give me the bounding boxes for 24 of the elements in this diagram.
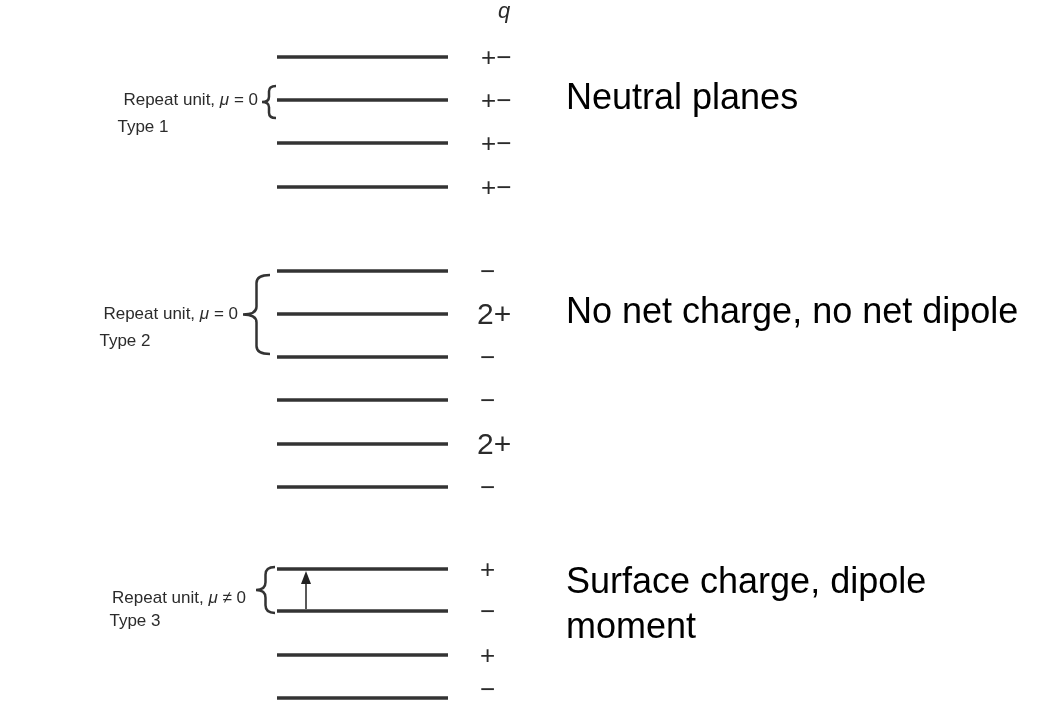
plane-charge: 2+ bbox=[477, 299, 513, 329]
description-text: Surface charge, dipole moment bbox=[566, 559, 928, 648]
type-label: Type 2 bbox=[98, 330, 152, 352]
charge-axis-label: q bbox=[498, 0, 512, 22]
repeat-unit-label: Repeat unit, μ = 0 bbox=[102, 303, 238, 325]
description-text: Neutral planes bbox=[566, 75, 800, 119]
type-label: Type 3 bbox=[108, 610, 162, 632]
plane-charge: + bbox=[480, 642, 497, 668]
plane-charge: +− bbox=[481, 44, 513, 70]
repeat-unit-label: Repeat unit, μ = 0 bbox=[122, 89, 258, 111]
plane-charge: − bbox=[480, 676, 497, 702]
plane-charge: + bbox=[480, 556, 497, 582]
plane-charge: − bbox=[480, 598, 497, 624]
plane-charge: 2+ bbox=[477, 429, 513, 459]
repeat-unit-label: Repeat unit, μ ≠ 0 bbox=[111, 587, 246, 609]
plane-charge: − bbox=[480, 474, 497, 500]
description-text: No net charge, no net dipole bbox=[566, 289, 1020, 333]
plane-charge: − bbox=[480, 258, 497, 284]
plane-charge: +− bbox=[481, 87, 513, 113]
plane-charge: +− bbox=[481, 174, 513, 200]
plane-charge: +− bbox=[481, 130, 513, 156]
plane-charge: − bbox=[480, 387, 497, 413]
type-label: Type 1 bbox=[116, 116, 170, 138]
plane-charge: − bbox=[480, 344, 497, 370]
